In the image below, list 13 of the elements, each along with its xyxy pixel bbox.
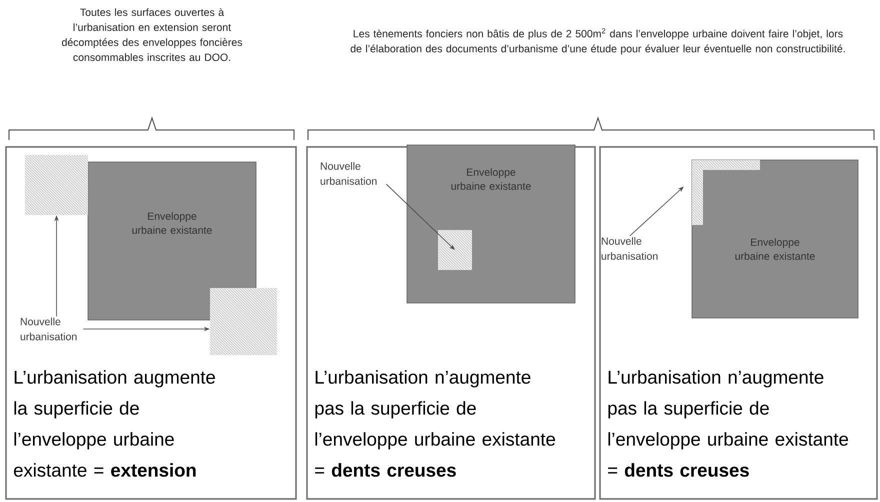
urban-envelope-box: Enveloppe urbaine existante (692, 160, 858, 318)
hatched-area (24, 154, 88, 216)
hatched-area (438, 230, 472, 270)
note-text: Les tènements fonciers non bâtis de plus de 2 500m$^{2}$ dans l’enveloppe urbaine doivent faire l’objet, lors de l’élaboration des documents d’urbanisme d’une étude pour évaluer leur éventuelle non constructibilité. (350, 28, 845, 54)
note-text: Toutes les surfaces ouvertes à l’urbanisation en extension seront décomptées des enveloppes foncières consommables inscrites au DOO. (62, 8, 242, 62)
arrow (386, 184, 455, 250)
hatched-area (692, 160, 760, 226)
urban-envelope-box: Enveloppe urbaine existante (88, 162, 256, 320)
hatched-area (210, 288, 278, 356)
callout-text: Nouvelle urbanisation (602, 237, 658, 260)
urban-envelope-box: Enveloppe urbaine existante (406, 144, 576, 304)
callout-text: Nouvelle urbanisation (320, 162, 377, 185)
callout-text: Nouvelle urbanisation (20, 318, 77, 340)
